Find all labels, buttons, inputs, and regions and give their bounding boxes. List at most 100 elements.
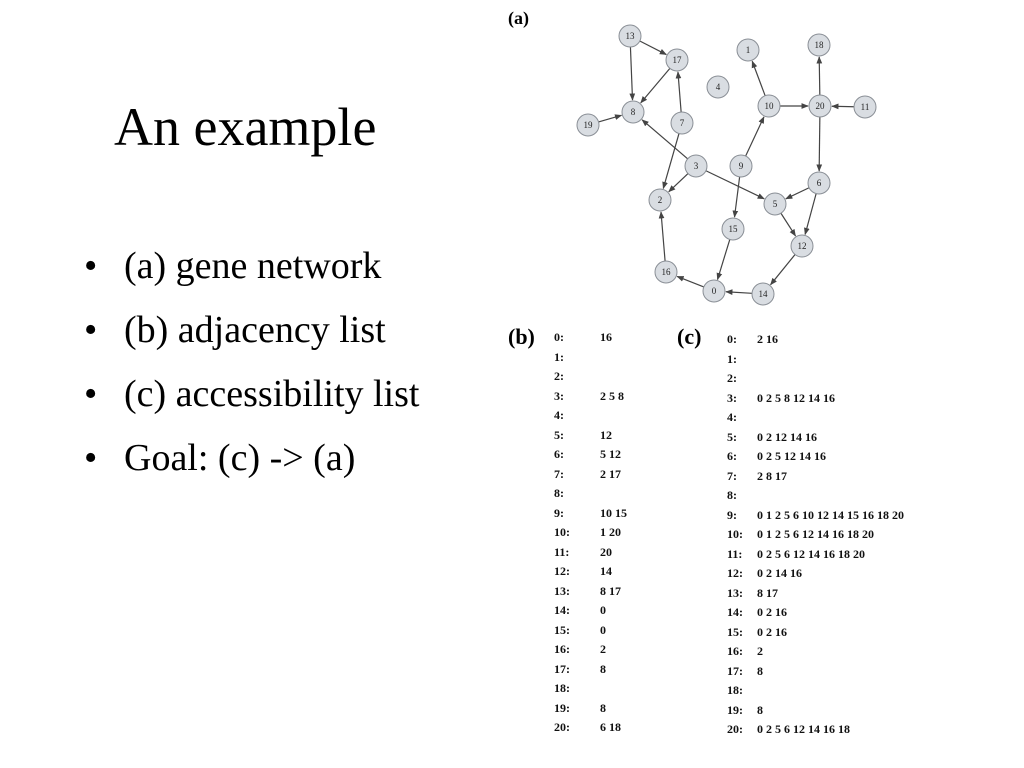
edge-7-to-2 bbox=[662, 133, 680, 190]
list-row: 19:8 bbox=[727, 703, 763, 723]
bullet-item: •Goal: (c) -> (a) bbox=[84, 426, 419, 490]
row-key: 3: bbox=[727, 390, 737, 405]
list-row: 15:0 2 16 bbox=[727, 624, 787, 645]
list-row: 20:0 2 5 6 12 14 16 18 bbox=[727, 722, 850, 742]
node-8: 8 bbox=[621, 100, 645, 124]
bullet-text: (c) accessibility list bbox=[124, 373, 420, 415]
bullet-text: Goal: (c) -> (a) bbox=[124, 437, 356, 479]
row-value: 20 bbox=[600, 544, 612, 559]
edge-3-to-5 bbox=[705, 170, 765, 200]
edge-5-to-12 bbox=[780, 212, 797, 237]
list-row: 20:6 18 bbox=[554, 720, 621, 740]
edge-10-to-1 bbox=[751, 60, 766, 96]
row-key: 2: bbox=[554, 369, 564, 383]
list-row: 10:1 20 bbox=[554, 525, 621, 545]
node-label: 7 bbox=[680, 118, 685, 128]
bullet-list: •(a) gene network •(b) adjacency list •(… bbox=[84, 234, 419, 490]
node-15: 15 bbox=[721, 217, 745, 241]
bullet-item: • (c) accessibility list bbox=[84, 362, 419, 426]
node-label: 17 bbox=[673, 55, 683, 65]
row-value: 8 17 bbox=[600, 583, 621, 598]
node-circle bbox=[670, 111, 694, 135]
node-circle bbox=[807, 171, 831, 195]
graph-edges bbox=[598, 40, 855, 296]
node-9: 9 bbox=[729, 154, 753, 178]
edge-3-to-2 bbox=[668, 173, 689, 193]
row-value: 10 15 bbox=[600, 505, 627, 520]
node-label: 11 bbox=[861, 102, 870, 112]
row-value: 2 bbox=[757, 644, 763, 658]
row-key: 7: bbox=[554, 466, 564, 481]
node-label: 1 bbox=[746, 45, 751, 55]
list-row: 12:0 2 14 16 bbox=[727, 566, 802, 586]
list-row: 14: 0 bbox=[554, 603, 606, 623]
node-circle bbox=[729, 154, 753, 178]
row-key: 15: bbox=[727, 624, 743, 639]
node-label: 10 bbox=[765, 101, 775, 111]
bullet-item: •(a) gene network bbox=[84, 234, 419, 298]
row-key: 13: bbox=[554, 583, 570, 598]
panel-label-a: (a) bbox=[508, 8, 529, 28]
row-key: 14: bbox=[727, 605, 743, 619]
node-20: 20 bbox=[808, 94, 832, 118]
list-row: 18: bbox=[727, 683, 743, 703]
node-11: 11 bbox=[853, 95, 877, 119]
row-key: 17: bbox=[727, 663, 743, 678]
bullet-dot: • bbox=[84, 309, 98, 351]
node-circle bbox=[654, 260, 678, 284]
edge-12-to-14 bbox=[770, 254, 796, 286]
node-6: 6 bbox=[807, 171, 831, 195]
row-key: 2: bbox=[727, 371, 737, 385]
node-18: 18 bbox=[807, 33, 831, 57]
row-key: 7: bbox=[727, 468, 737, 483]
list-row: 16: 2 bbox=[727, 644, 763, 664]
list-row: 4: bbox=[727, 410, 743, 430]
row-key: 9: bbox=[554, 505, 564, 520]
row-key: 16: bbox=[727, 644, 743, 658]
row-key: 12: bbox=[554, 564, 570, 578]
row-key: 17: bbox=[554, 661, 570, 676]
bullet-dot: • bbox=[84, 373, 98, 415]
list-row: 4: bbox=[554, 408, 570, 428]
node-label: 2 bbox=[658, 195, 663, 205]
node-label: 3 bbox=[694, 161, 699, 171]
row-value: 8 17 bbox=[757, 585, 778, 600]
panel-label-c: (c) bbox=[677, 324, 702, 349]
row-key: 15: bbox=[554, 622, 570, 637]
row-key: 9: bbox=[727, 507, 737, 522]
list-row: 9:0 1 2 5 6 10 12 14 15 16 18 20 bbox=[727, 507, 904, 528]
row-value: 2 bbox=[600, 642, 606, 656]
list-row: 1: bbox=[554, 350, 570, 370]
node-circle bbox=[808, 94, 832, 118]
row-key: 10: bbox=[727, 527, 743, 541]
row-key: 8: bbox=[727, 488, 737, 502]
node-label: 12 bbox=[798, 241, 807, 251]
node-label: 8 bbox=[631, 107, 636, 117]
node-label: 14 bbox=[759, 289, 769, 299]
node-label: 5 bbox=[773, 199, 778, 209]
node-label: 9 bbox=[739, 161, 744, 171]
list-row: 5:0 2 12 14 16 bbox=[727, 430, 817, 450]
node-19: 19 bbox=[576, 113, 600, 137]
node-label: 19 bbox=[584, 120, 594, 130]
row-key: 14: bbox=[554, 603, 570, 617]
row-value: 8 bbox=[757, 663, 763, 678]
node-label: 6 bbox=[817, 178, 822, 188]
row-key: 16: bbox=[554, 642, 570, 656]
list-row: 2: bbox=[554, 369, 570, 389]
row-value: 0 bbox=[600, 603, 606, 617]
edge-9-to-15 bbox=[732, 176, 741, 218]
row-key: 12: bbox=[727, 566, 743, 580]
edge-13-to-8 bbox=[629, 46, 636, 101]
row-key: 3: bbox=[554, 388, 564, 403]
node-3: 3 bbox=[684, 154, 708, 178]
row-key: 11: bbox=[727, 546, 743, 561]
node-12: 12 bbox=[790, 234, 814, 258]
row-key: 6: bbox=[554, 447, 564, 461]
list-row: 13:8 17 bbox=[727, 586, 778, 606]
edge-19-to-8 bbox=[598, 114, 623, 123]
node-circle bbox=[621, 100, 645, 124]
list-row: 10:0 1 2 5 6 12 14 16 18 20 bbox=[727, 527, 874, 547]
